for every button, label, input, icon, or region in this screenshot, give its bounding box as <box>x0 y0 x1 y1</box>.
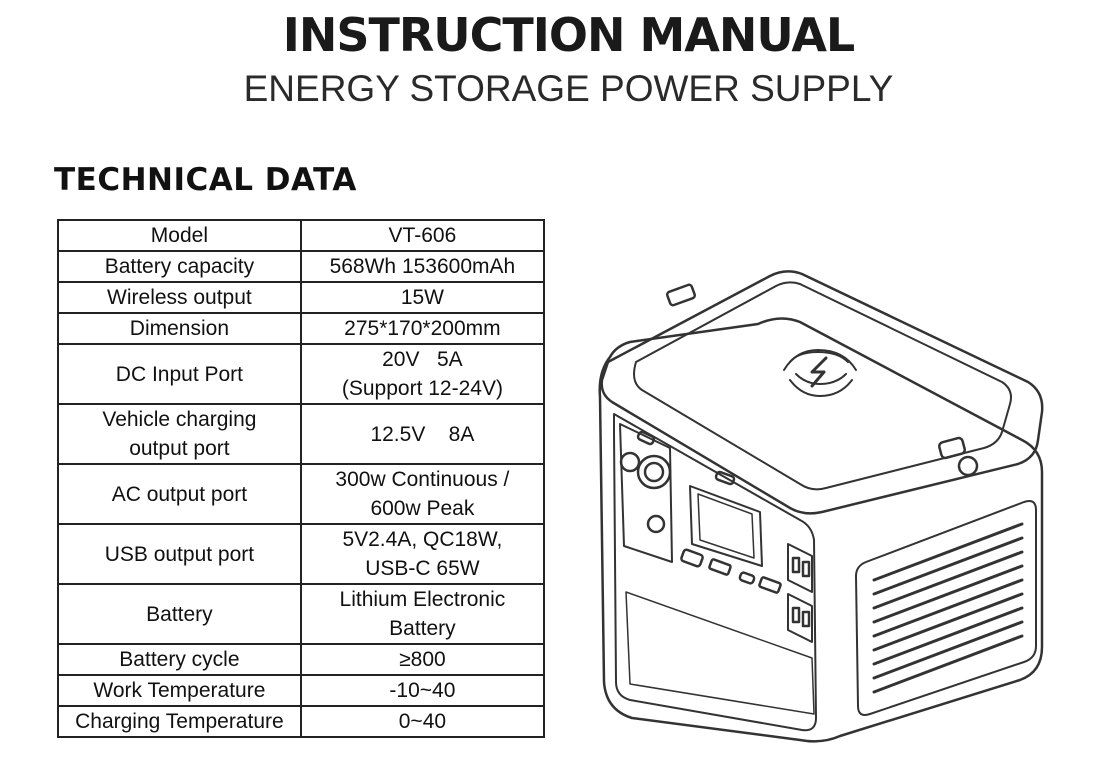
table-row: Wireless output 15W <box>57 281 546 314</box>
row-value: 275*170*200mm <box>299 312 546 345</box>
row-value: Lithium Electronic Battery <box>299 583 546 645</box>
table-row: AC output port 300w Continuous / 600w Pe… <box>57 463 546 525</box>
value-line-2: (Support 12-24V) <box>341 377 503 400</box>
row-label: Dimension <box>57 312 302 345</box>
row-label: Wireless output <box>57 281 302 314</box>
row-label: Model <box>57 219 302 252</box>
row-label: Battery <box>57 583 302 645</box>
row-label: DC Input Port <box>57 343 302 405</box>
label-line-1: Vehicle charging <box>102 408 257 431</box>
row-value: 5V2.4A, QC18W, USB-C 65W <box>299 523 546 585</box>
row-label: USB output port <box>57 523 302 585</box>
row-value: VT-606 <box>299 219 546 252</box>
row-label: Battery capacity <box>57 250 302 283</box>
row-label: Work Temperature <box>57 674 302 707</box>
row-value: 0~40 <box>299 705 546 738</box>
row-label: Vehicle charging output port <box>57 403 302 465</box>
table-row: Work Temperature -10~40 <box>57 674 546 707</box>
row-label: Charging Temperature <box>57 705 302 738</box>
table-row: USB output port 5V2.4A, QC18W, USB-C 65W <box>57 523 546 585</box>
row-value: -10~40 <box>299 674 546 707</box>
table-row: Vehicle charging output port 12.5V 8A <box>57 403 546 465</box>
row-value: 300w Continuous / 600w Peak <box>299 463 546 525</box>
table-row: Model VT-606 <box>57 219 546 252</box>
table-row: Battery cycle ≥800 <box>57 643 546 676</box>
label-line-2: output port <box>129 437 230 460</box>
table-row: Charging Temperature 0~40 <box>57 705 546 738</box>
value-line-1: Lithium Electronic <box>339 588 506 611</box>
row-value: ≥800 <box>299 643 546 676</box>
manual-title: INSTRUCTION MANUAL <box>282 8 856 62</box>
row-value: 20V 5A (Support 12-24V) <box>299 343 546 405</box>
table-row: Dimension 275*170*200mm <box>57 312 546 345</box>
technical-data-table: Model VT-606 Battery capacity 568Wh 1536… <box>57 219 546 738</box>
row-label: Battery cycle <box>57 643 302 676</box>
row-label: AC output port <box>57 463 302 525</box>
value-line-1: 300w Continuous / <box>335 468 510 491</box>
value-line-1: 5V2.4A, QC18W, <box>342 528 503 551</box>
row-value: 568Wh 153600mAh <box>299 250 546 283</box>
table-row: Battery capacity 568Wh 153600mAh <box>57 250 546 283</box>
row-value: 12.5V 8A <box>299 403 546 465</box>
power-station-illustration <box>598 270 1044 743</box>
value-line-1: 20V 5A <box>382 348 463 371</box>
value-line-2: USB-C 65W <box>365 557 480 580</box>
table-row: Battery Lithium Electronic Battery <box>57 583 546 645</box>
row-value: 15W <box>299 281 546 314</box>
value-line-2: 600w Peak <box>370 497 475 520</box>
value-line-2: Battery <box>389 617 456 640</box>
wireless-charging-icon <box>783 349 857 397</box>
table-row: DC Input Port 20V 5A (Support 12-24V) <box>57 343 546 405</box>
technical-data-heading: TECHNICAL DATA <box>54 162 357 198</box>
manual-subtitle: ENERGY STORAGE POWER SUPPLY <box>243 68 894 109</box>
